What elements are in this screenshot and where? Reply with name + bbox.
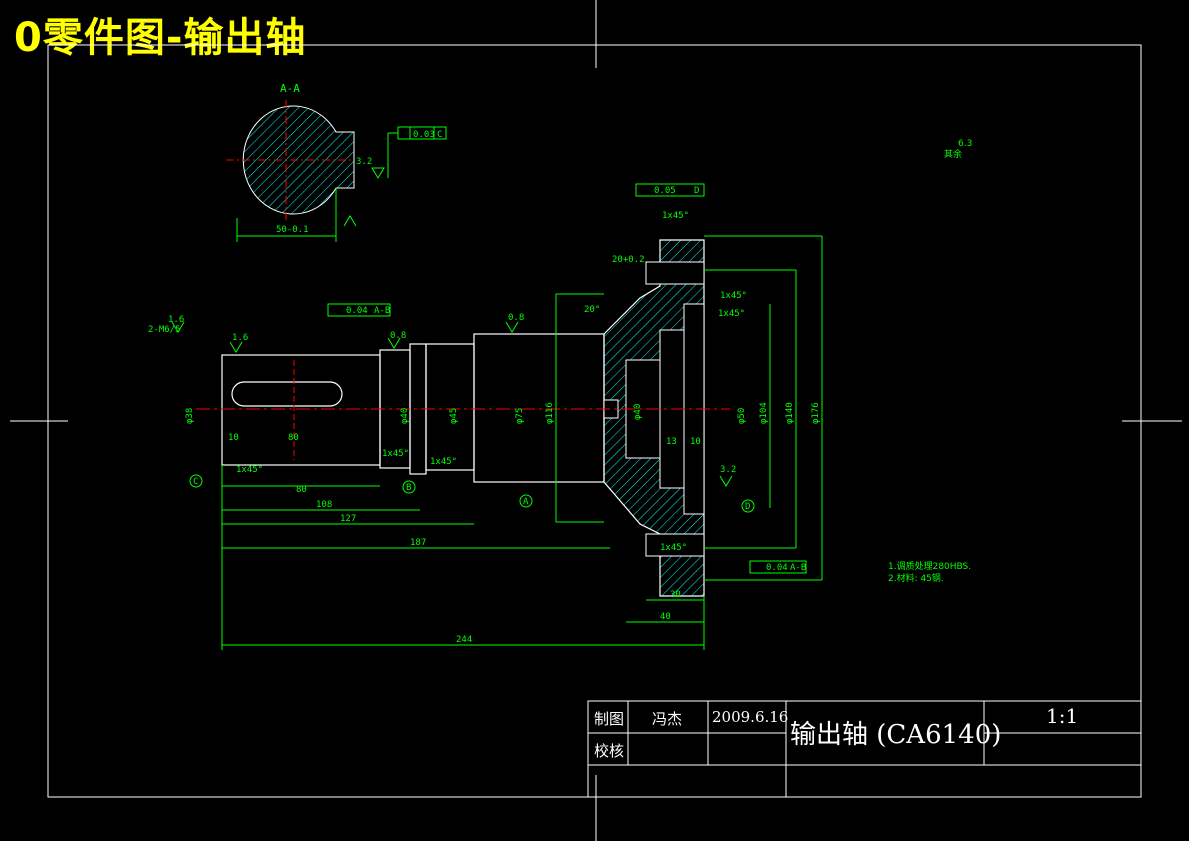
chamfer-4: 1x45°	[662, 211, 689, 221]
chamfer-2: 1x45°	[382, 449, 409, 459]
dia-5: φ116	[545, 402, 555, 424]
title-block-grid	[587, 700, 1142, 798]
runout-2-datum: A-B	[790, 563, 806, 573]
datum-c: C	[193, 477, 198, 487]
len-80a: 80	[288, 433, 299, 443]
roughness-2: 1.6	[232, 333, 248, 343]
chamfer-5: 1x45°	[720, 291, 747, 301]
len-30: 30	[670, 590, 681, 600]
extra-label: 20+0.2	[612, 255, 645, 265]
datum-d: D	[745, 502, 750, 512]
len-10b: 10	[690, 437, 701, 447]
angle-label: 20°	[584, 305, 600, 315]
runout-1: 0.04	[346, 306, 368, 316]
note-1: 1.调质处理280HBS.	[888, 560, 971, 572]
technical-notes: 1.调质处理280HBS. 2.材料: 45钢. 其余 6.3	[888, 139, 972, 584]
len-10: 10	[228, 433, 239, 443]
section-datum: C	[437, 130, 442, 140]
note-2: 2.材料: 45钢.	[888, 572, 944, 584]
main-labels: 1.6 1.6 0.8 0.8 3.2 2-M6/5 0.04 A-B 0.04…	[148, 186, 806, 645]
dia-10: φ176	[811, 402, 821, 424]
section-a-a: A-A 0.03 C 3.2 50-0.1	[226, 82, 447, 242]
section-label: A-A	[280, 82, 300, 95]
runout-3-datum: D	[694, 186, 699, 196]
callout-left: 2-M6/5	[148, 325, 181, 335]
datum-a: A	[523, 497, 529, 507]
dia-2: φ40	[400, 408, 410, 424]
runout-3: 0.05	[654, 186, 676, 196]
dia-7: φ50	[737, 408, 747, 424]
roughness-1: 1.6	[168, 315, 184, 325]
dia-6: φ40	[633, 404, 643, 420]
title-block-drawn-label: 制图	[594, 710, 625, 728]
dia-4: φ75	[515, 408, 525, 424]
key-slot	[231, 381, 343, 407]
section-profile	[242, 105, 355, 215]
chamfer-7: 1x45°	[660, 543, 687, 553]
chamfer-1: 1x45°	[236, 465, 263, 475]
notes-roughness: 其余	[944, 148, 962, 160]
section-tolerance: 0.03	[413, 130, 435, 140]
page-title: 0零件图-输出轴	[14, 15, 307, 61]
chamfer-6: 1x45°	[718, 309, 745, 319]
len-13: 13	[666, 437, 677, 447]
dia-9: φ140	[785, 402, 795, 424]
title-block-drawer: 冯杰	[652, 710, 683, 728]
len-244: 244	[456, 635, 472, 645]
roughness-5: 3.2	[720, 465, 736, 475]
datum-b: B	[406, 483, 411, 493]
len-108: 108	[316, 500, 332, 510]
runout-2: 0.04	[766, 563, 788, 573]
dimension-lines	[171, 183, 823, 650]
gear-flange	[603, 239, 705, 597]
runout-1-datum: A-B	[374, 306, 390, 316]
title-block-date: 2009.6.16	[712, 708, 789, 726]
main-view: 1.6 1.6 0.8 0.8 3.2 2-M6/5 0.04 A-B 0.04…	[148, 183, 823, 650]
title-block-scale: 1:1	[1046, 704, 1079, 728]
roughness-3: 0.8	[390, 331, 406, 341]
title-block-part-name: 输出轴 (CA6140)	[790, 720, 1002, 750]
dia-1: φ38	[185, 408, 195, 424]
dia-8: φ104	[759, 402, 769, 424]
notes-roughness-value: 6.3	[958, 139, 972, 149]
len-80b: 80	[296, 485, 307, 495]
len-187: 187	[410, 538, 426, 548]
len-127: 127	[340, 514, 356, 524]
section-roughness: 3.2	[356, 157, 372, 167]
diameter-labels: φ38 φ40 φ45 φ75 φ116 φ40 φ50 φ104 φ140 φ…	[185, 402, 821, 424]
title-block-checked-label: 校核	[594, 742, 625, 760]
section-width-dim: 50-0.1	[276, 225, 309, 235]
chamfer-3: 1x45°	[430, 457, 457, 467]
roughness-4: 0.8	[508, 313, 524, 323]
len-40: 40	[660, 612, 671, 622]
drawing-border	[47, 44, 1142, 798]
dia-3: φ45	[449, 408, 459, 424]
